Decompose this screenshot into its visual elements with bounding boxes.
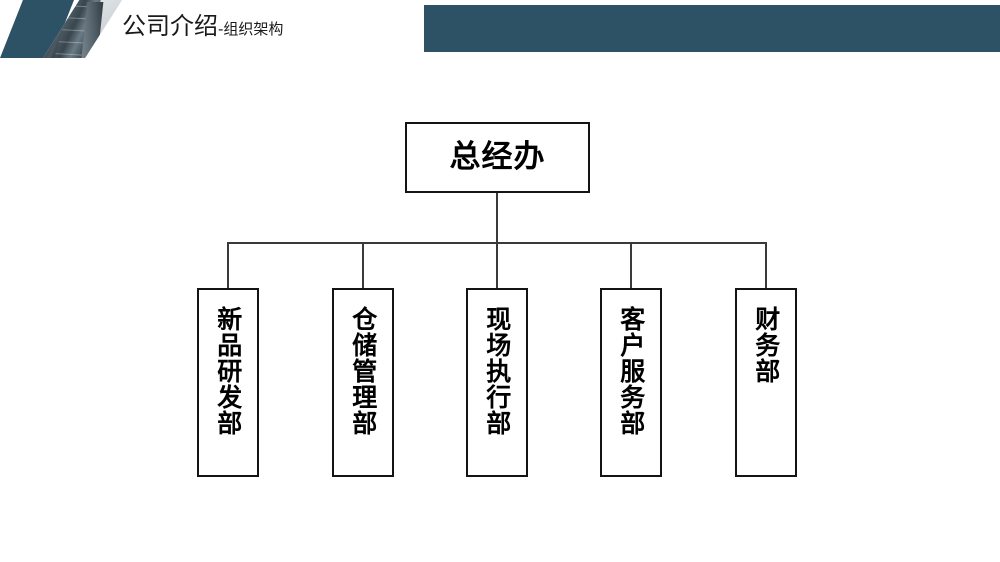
connector-root-stem [496, 193, 498, 244]
connector-drop-5 [765, 242, 767, 288]
org-node-dept-5[interactable]: 财务部 [735, 288, 797, 477]
org-node-dept-4[interactable]: 客户服务部 [600, 288, 662, 477]
connector-drop-4 [630, 242, 632, 288]
org-node-root[interactable]: 总经办 [405, 122, 590, 193]
org-node-dept-2-label: 仓储管理部 [348, 306, 378, 436]
org-node-dept-3-label: 现场执行部 [482, 306, 512, 436]
org-node-root-label: 总经办 [449, 139, 546, 175]
connector-drop-2 [362, 242, 364, 288]
page-title: 公司介绍-组织架构 [122, 14, 283, 38]
slide-header: 公司介绍-组织架构 [0, 0, 1000, 58]
connector-drop-3 [496, 242, 498, 288]
page-title-sub: -组织架构 [218, 20, 284, 38]
org-node-dept-4-label: 客户服务部 [616, 306, 646, 436]
page-title-main: 公司介绍 [122, 12, 218, 40]
org-node-dept-5-label: 财务部 [751, 306, 781, 384]
org-node-dept-1-label: 新品研发部 [213, 306, 243, 436]
connector-drop-1 [227, 242, 229, 288]
org-node-dept-1[interactable]: 新品研发部 [197, 288, 259, 477]
org-node-dept-3[interactable]: 现场执行部 [466, 288, 528, 477]
org-node-dept-2[interactable]: 仓储管理部 [332, 288, 394, 477]
header-accent-bar [424, 5, 1000, 52]
